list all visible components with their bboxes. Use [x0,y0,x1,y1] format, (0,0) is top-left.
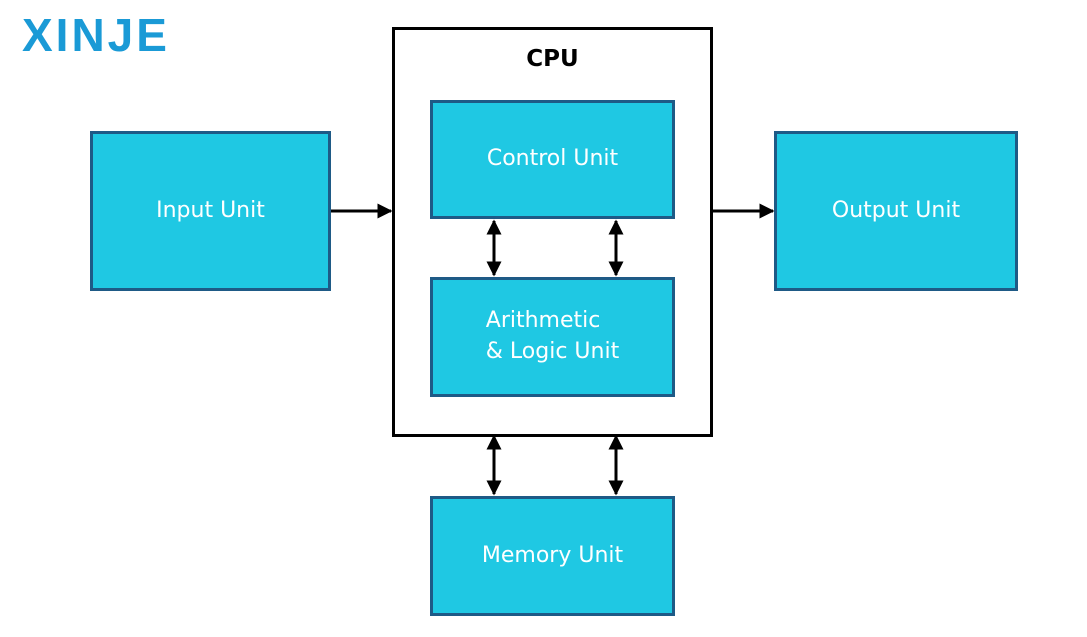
output-unit-label: Output Unit [831,197,961,223]
cpu-title: CPU [526,46,579,72]
alu-label: Arithmetic & Logic Unit [486,306,619,368]
control-unit-label: Control Unit [486,146,619,172]
xinje-logo: XINJE [22,9,170,61]
alu-box: Arithmetic & Logic Unit [430,277,675,397]
alu-label-line1: Arithmetic [485,308,601,334]
alu-label-line2: & Logic Unit [485,339,620,364]
memory-unit-box: Memory Unit [430,496,675,616]
input-unit-box: Input Unit [90,131,331,291]
output-unit-box: Output Unit [774,131,1018,291]
memory-unit-label: Memory Unit [481,542,624,568]
control-unit-box: Control Unit [430,100,675,219]
input-unit-label: Input Unit [156,197,265,223]
